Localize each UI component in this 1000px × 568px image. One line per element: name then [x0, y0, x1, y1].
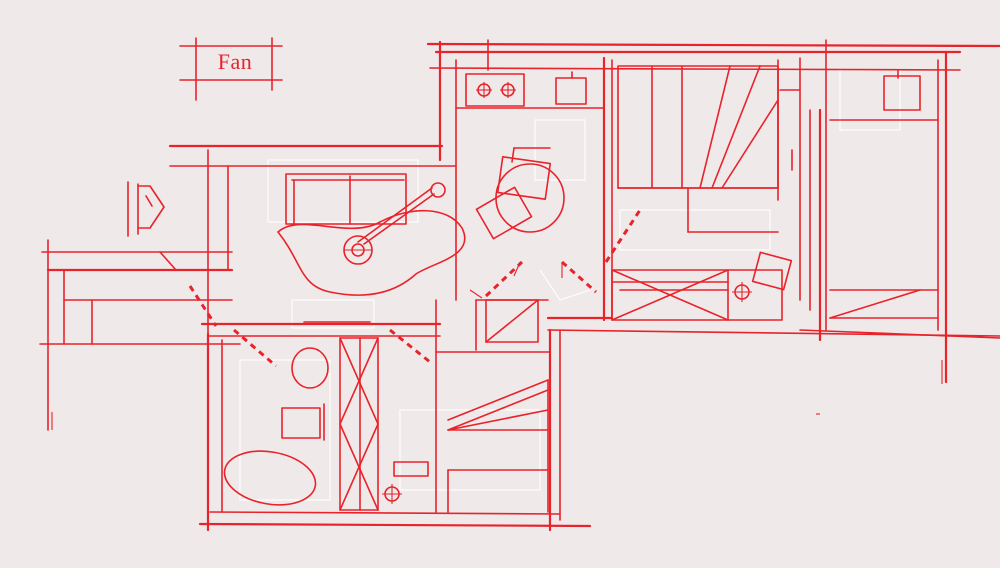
walls [39, 39, 1000, 532]
tick-marks [51, 360, 943, 430]
ghost-underlay [239, 69, 901, 501]
socket-icons [382, 251, 793, 504]
floor-lamp-icon [343, 182, 446, 265]
stove-icon [465, 71, 587, 107]
rug [277, 209, 466, 296]
door-swings [188, 209, 642, 368]
bath-fixtures [223, 321, 371, 506]
entrance-arrow-icon [127, 181, 165, 237]
plan-title: Fan [217, 49, 253, 74]
sofa [285, 173, 407, 225]
right-bedroom-cabinet [779, 69, 921, 111]
title-box [179, 37, 283, 101]
dining-set [475, 147, 565, 240]
